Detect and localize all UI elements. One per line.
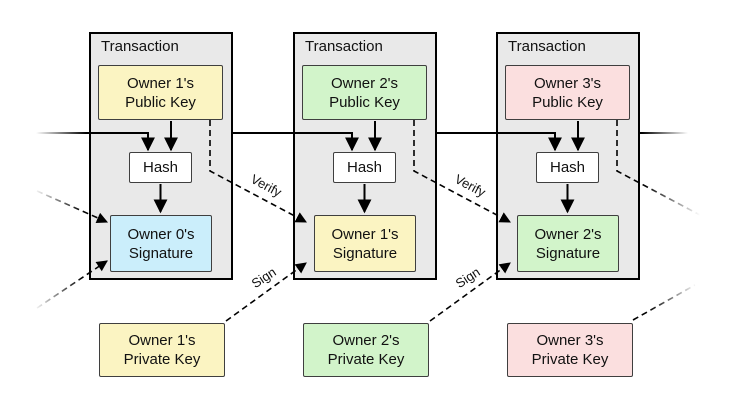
transaction-title: Transaction: [101, 38, 179, 55]
public-key-label-line2: Public Key: [329, 93, 400, 111]
verify-arrow-3-fading: [616, 120, 701, 216]
private-key-label-line2: Private Key: [531, 351, 609, 368]
private-key-label-line1: Owner 3's: [536, 332, 604, 349]
private-key-box-2: Owner 2's Private Key: [303, 323, 429, 377]
chain-line-into-hash-3: [437, 132, 562, 152]
signature-box-1: Owner 0's Signature: [110, 215, 212, 272]
hash-box-2: Hash: [333, 152, 396, 183]
incoming-verify-arrow: [36, 190, 109, 224]
public-key-label-line1: Owner 3's: [533, 74, 602, 92]
signature-label-line1: Owner 1's: [331, 225, 399, 243]
public-key-box-3: Owner 3's Public Key: [505, 65, 630, 120]
sign-arrow-3-fading: [632, 284, 696, 321]
public-key-label-line2: Public Key: [125, 93, 196, 111]
hash-label: Hash: [142, 159, 179, 176]
hash-label: Hash: [549, 159, 586, 176]
chain-line-into-hash-1: [36, 132, 155, 152]
private-key-label-line1: Owner 2's: [332, 332, 400, 349]
hash-box-3: Hash: [536, 152, 599, 183]
verify-arrow-1: [209, 120, 307, 223]
hash-label: Hash: [346, 159, 383, 176]
public-key-label-line1: Owner 1's: [126, 74, 195, 92]
private-key-box-3: Owner 3's Private Key: [507, 323, 633, 377]
sign-arrow-2: [429, 262, 511, 322]
public-key-label-line2: Public Key: [532, 93, 603, 111]
incoming-sign-arrow: [36, 260, 108, 309]
public-key-box-1: Owner 1's Public Key: [98, 65, 223, 120]
verify-arrow-2: [413, 120, 511, 223]
hash-box-1: Hash: [129, 152, 192, 183]
private-key-label-line2: Private Key: [123, 351, 201, 368]
signature-box-3: Owner 2's Signature: [517, 215, 619, 272]
public-key-box-2: Owner 2's Public Key: [302, 65, 427, 120]
signature-label-line1: Owner 2's: [534, 225, 602, 243]
signature-box-2: Owner 1's Signature: [314, 215, 416, 272]
transaction-title: Transaction: [305, 38, 383, 55]
private-key-label-line2: Private Key: [327, 351, 405, 368]
chain-line-into-hash-2: [233, 132, 359, 152]
transaction-title: Transaction: [508, 38, 586, 55]
signature-label-line2: Signature: [535, 244, 601, 262]
private-key-label-line1: Owner 1's: [128, 332, 196, 349]
private-key-box-1: Owner 1's Private Key: [99, 323, 225, 377]
public-key-label-line1: Owner 2's: [330, 74, 399, 92]
signature-label-line1: Owner 0's: [127, 225, 195, 243]
signature-label-line2: Signature: [332, 244, 398, 262]
sign-arrow-1: [225, 262, 307, 322]
signature-label-line2: Signature: [128, 244, 194, 262]
